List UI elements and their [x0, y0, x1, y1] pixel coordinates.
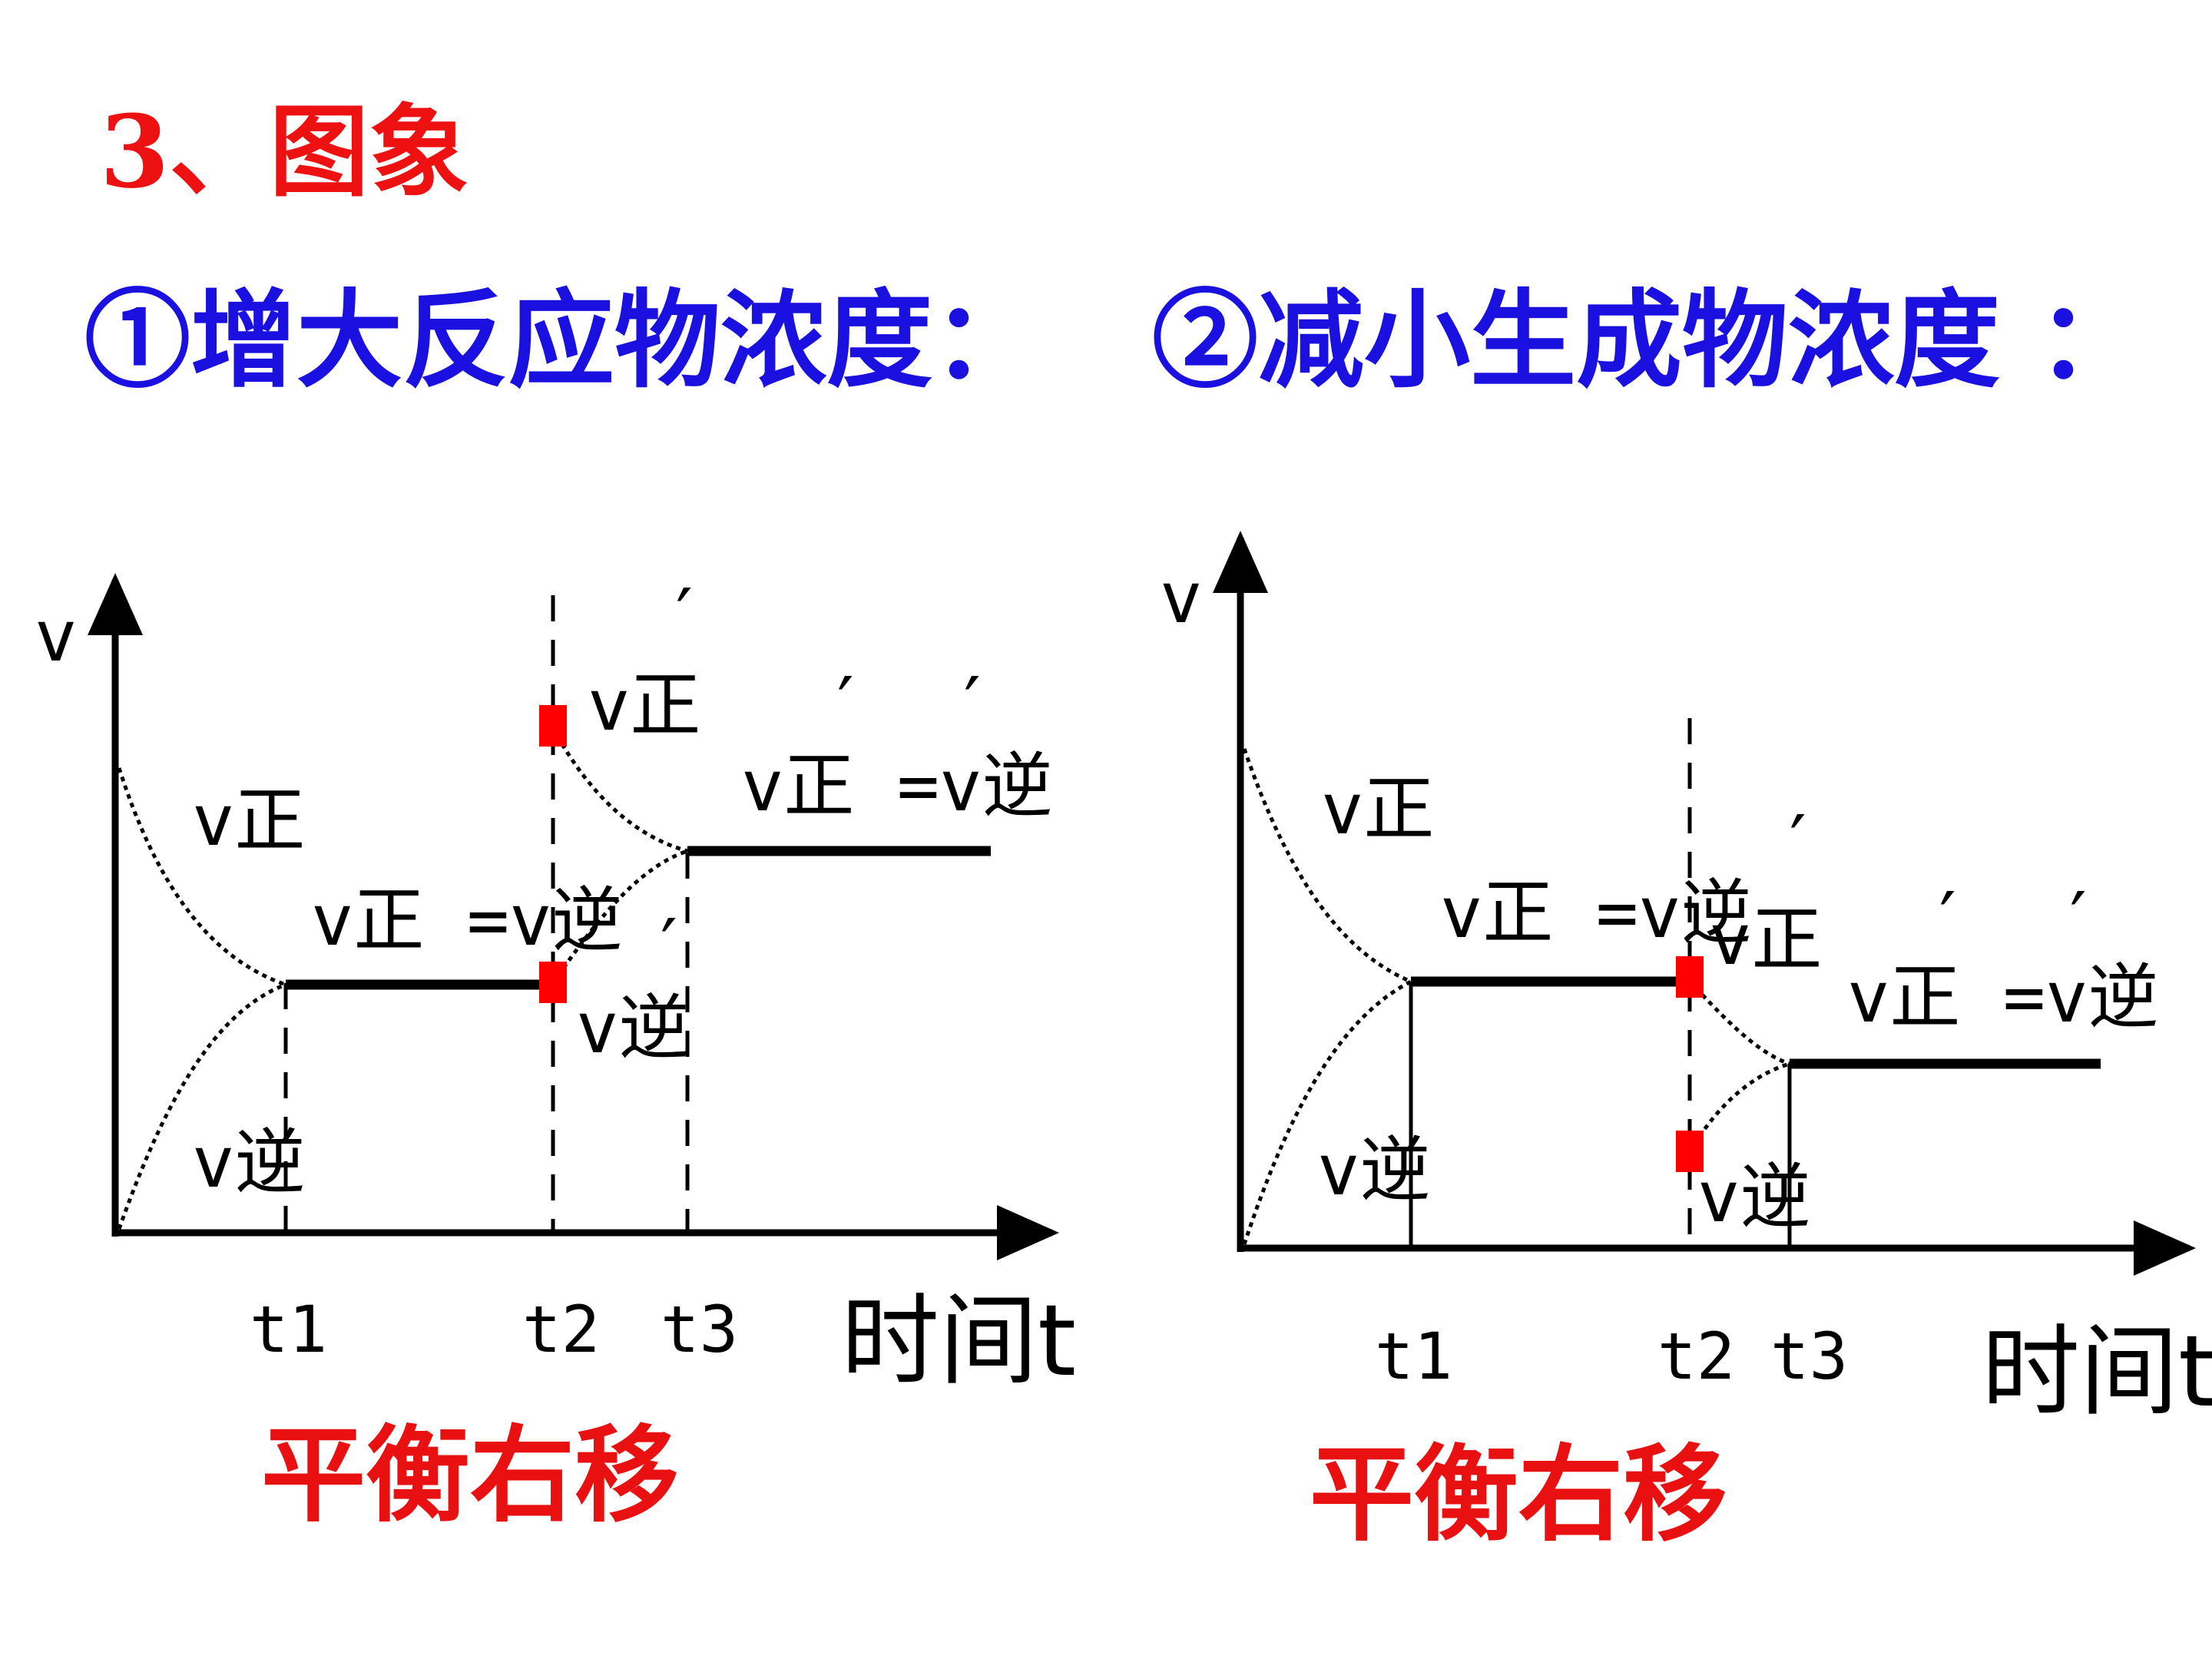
right-heading: ②减小生成物浓度 ：: [1152, 277, 2144, 402]
left-label-equilibrium-new: v正 =v逆: [741, 745, 1053, 827]
left-label-equilibrium: v正 =v逆: [311, 879, 623, 962]
right-v-reverse-curve: [1242, 979, 1412, 1245]
right-v-reverse-new-curve: [1687, 1061, 1790, 1154]
left-tick-t2: t2: [522, 1292, 600, 1367]
right-label-equilibrium-new: v正 =v逆: [1847, 956, 2159, 1038]
left-label-v-forward: v正: [192, 780, 305, 862]
left-y-axis-label: v: [35, 595, 77, 677]
left-marker-forward: [539, 705, 567, 747]
left-v-reverse-new-curve: [551, 849, 688, 985]
left-v-forward-new-curve: [551, 727, 688, 853]
right-prime-eq-forward: ′: [1939, 876, 1956, 962]
left-prime-v-forward-new: ′: [676, 573, 693, 659]
right-conclusion: 平衡右移: [1310, 1433, 1727, 1556]
right-marker-reverse: [1676, 1131, 1704, 1172]
right-x-axis-label: 时间t: [1982, 1315, 2212, 1429]
right-tick-t2: t2: [1657, 1319, 1735, 1394]
left-prime-v-reverse-new: ′: [661, 903, 677, 989]
right-prime-eq-reverse: ′: [2070, 876, 2087, 962]
left-x-axis-label: 时间t: [841, 1284, 1076, 1399]
left-label-v-reverse-new: v逆: [576, 987, 689, 1069]
slide-title: 3、图象: [100, 93, 469, 210]
left-tick-t1: t1: [250, 1292, 327, 1367]
left-v-forward-curve: [117, 767, 286, 987]
right-tick-t3: t3: [1770, 1319, 1848, 1394]
left-tick-t3: t3: [661, 1292, 738, 1367]
right-label-v-reverse-new: v逆: [1697, 1156, 1810, 1238]
left-marker-reverse: [539, 962, 567, 1003]
right-label-v-forward-new: v正: [1709, 899, 1822, 981]
left-diagram: v v正 v正 =v逆 v逆 v正 ′ v逆 ′ v正 =v逆 ′ ′ t1 t…: [35, 573, 1076, 1399]
right-label-v-reverse: v逆: [1317, 1129, 1430, 1211]
right-v-forward-new-curve: [1688, 980, 1790, 1066]
left-label-v-reverse: v逆: [192, 1121, 305, 1204]
left-v-reverse-curve: [117, 982, 286, 1230]
right-y-axis-label: v: [1160, 557, 1202, 639]
left-prime-eq-reverse: ′: [964, 661, 981, 747]
right-label-v-forward: v正: [1321, 768, 1434, 850]
right-diagram: v v正 v正 =v逆 v逆 v正 ′ v逆 v正 =v逆 ′ ′ t1 t2 …: [1160, 531, 2212, 1429]
right-marker-forward: [1676, 956, 1704, 998]
right-label-equilibrium: v正 =v逆: [1440, 872, 1752, 954]
left-heading: ①增大反应物浓度：: [84, 277, 1039, 402]
left-prime-eq-forward: ′: [837, 661, 854, 747]
right-tick-t1: t1: [1375, 1319, 1452, 1394]
right-prime-v-forward-new: ′: [1790, 800, 1806, 886]
left-label-v-forward-new: v正: [588, 664, 700, 747]
right-v-forward-curve: [1242, 748, 1412, 984]
left-conclusion: 平衡右移: [261, 1414, 679, 1537]
